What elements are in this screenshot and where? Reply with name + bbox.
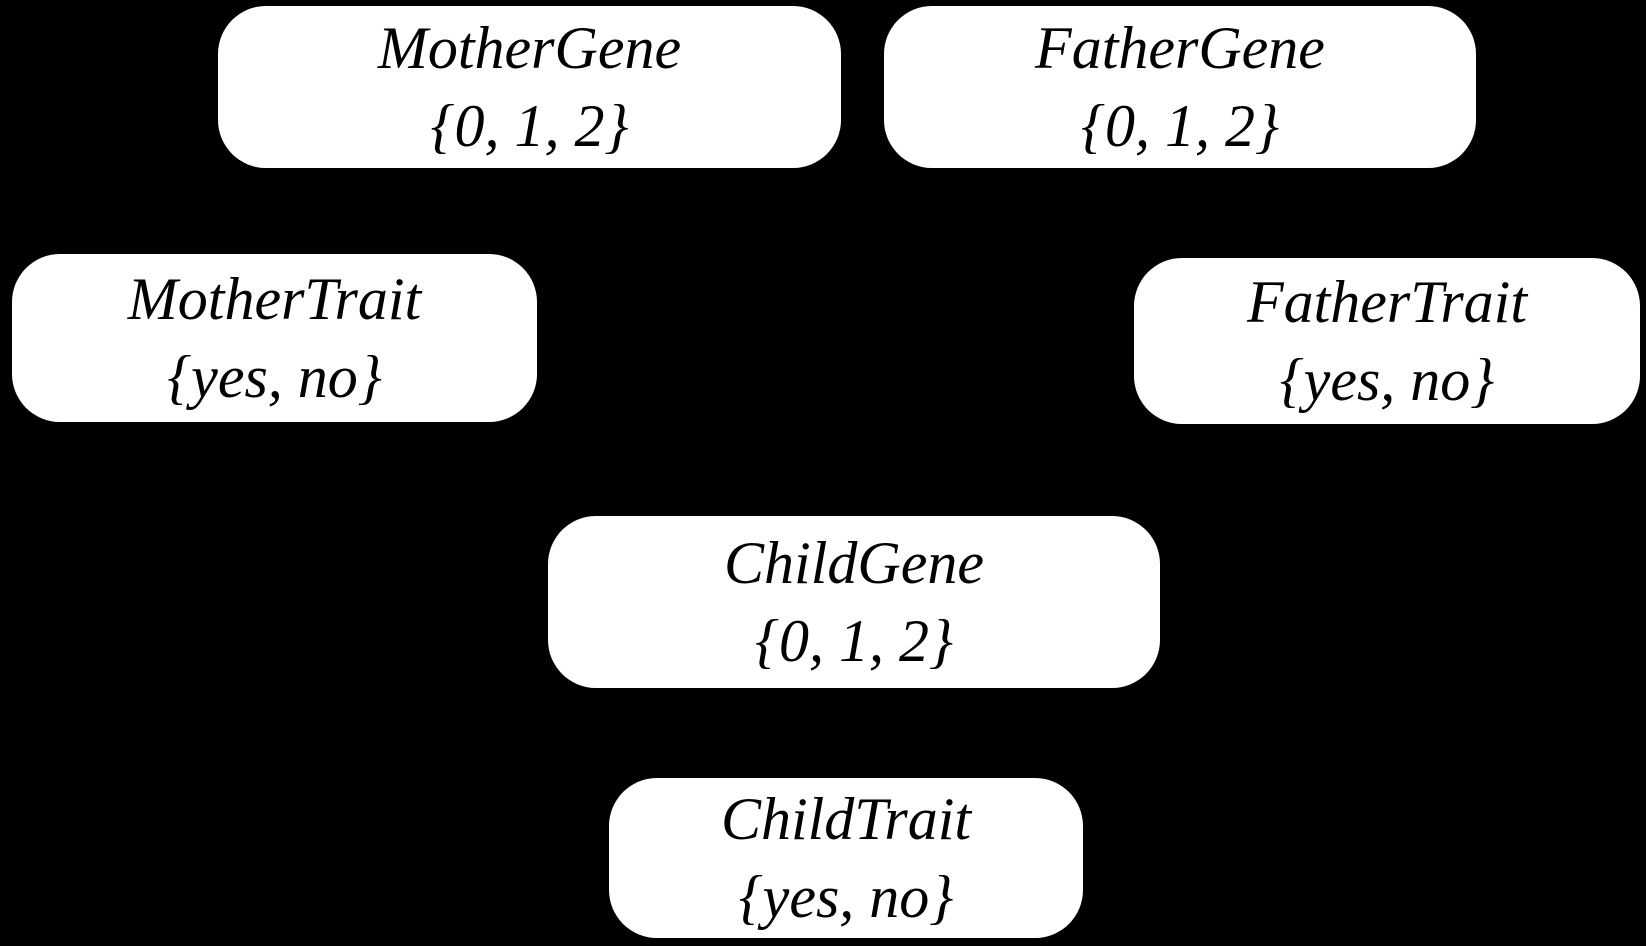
- node-child-trait-values: {yes, no}: [738, 864, 954, 930]
- node-child-gene: ChildGene {0, 1, 2}: [548, 516, 1160, 688]
- node-father-trait: FatherTrait {yes, no}: [1134, 258, 1640, 424]
- node-mother-trait-title: MotherTrait: [127, 266, 422, 332]
- node-mother-trait: MotherTrait {yes, no}: [12, 254, 537, 422]
- node-child-gene-values: {0, 1, 2}: [755, 608, 953, 674]
- node-child-trait: ChildTrait {yes, no}: [609, 778, 1083, 938]
- node-father-trait-title: FatherTrait: [1246, 269, 1528, 335]
- node-mother-gene-title: MotherGene: [377, 15, 682, 81]
- node-father-gene-title: FatherGene: [1035, 15, 1325, 81]
- node-father-gene-values: {0, 1, 2}: [1081, 93, 1279, 159]
- node-father-gene: FatherGene {0, 1, 2}: [884, 6, 1476, 168]
- node-mother-trait-values: {yes, no}: [167, 344, 382, 410]
- node-child-trait-title: ChildTrait: [720, 786, 972, 852]
- node-child-gene-title: ChildGene: [724, 530, 984, 596]
- node-mother-gene-values: {0, 1, 2}: [430, 93, 629, 159]
- node-father-trait-values: {yes, no}: [1279, 347, 1495, 413]
- node-mother-gene: MotherGene {0, 1, 2}: [218, 6, 841, 168]
